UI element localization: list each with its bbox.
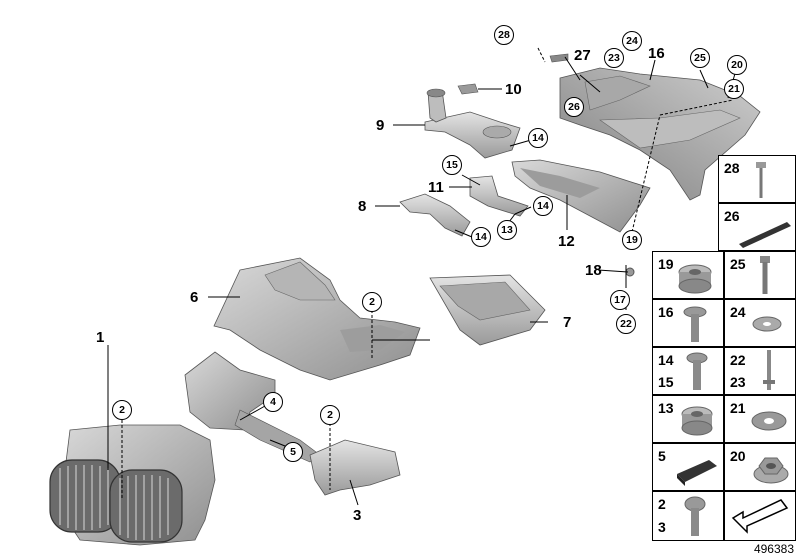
grid-cell-2-3: 2 3: [652, 491, 724, 541]
callout-15: 15: [442, 155, 462, 175]
part-12-duct: [511, 159, 651, 233]
part-10-clip: [457, 83, 479, 95]
grid-cell-26: 26: [718, 203, 796, 251]
callout-14: 14: [528, 128, 548, 148]
grid-label-16: 16: [658, 304, 674, 320]
screw-icon: [683, 306, 707, 342]
callout-4: 4: [263, 392, 283, 412]
callout-25: 25: [690, 48, 710, 68]
callout-2: 2: [112, 400, 132, 420]
grid-label-28: 28: [724, 160, 740, 176]
part-8-bracket: [399, 193, 471, 237]
nut-icon: [753, 457, 789, 484]
callout-5: 5: [283, 442, 303, 462]
callout-14: 14: [533, 196, 553, 216]
foam-strip-icon: [739, 222, 791, 248]
label-part-3: 3: [353, 507, 362, 524]
grid-label-23: 23: [730, 374, 746, 390]
washer-icon: [751, 411, 787, 431]
label-part-18: 18: [585, 262, 602, 279]
callout-2: 2: [362, 292, 382, 312]
callout-2: 2: [320, 405, 340, 425]
grid-label-24: 24: [730, 304, 746, 320]
grid-cell-22-23: 22 23: [724, 347, 796, 395]
part-9-bracket: [424, 88, 521, 159]
callout-17: 17: [610, 290, 630, 310]
stud-icon: [763, 350, 775, 390]
callout-22: 22: [616, 314, 636, 334]
grid-cell-13: 13: [652, 395, 724, 443]
screw-icon: [684, 496, 706, 536]
part-27-screw: [549, 53, 569, 63]
grid-label-22: 22: [730, 352, 746, 368]
label-part-8: 8: [358, 198, 367, 215]
washer-icon: [752, 316, 782, 332]
grid-label-14: 14: [658, 352, 674, 368]
label-part-10: 10: [505, 81, 522, 98]
label-part-27: 27: [574, 47, 591, 64]
part-16-duct: [559, 67, 761, 201]
label-part-12: 12: [558, 233, 575, 250]
grid-cell-5: 5: [652, 443, 724, 491]
grid-label-2: 2: [658, 496, 666, 512]
grid-cell-21: 21: [724, 395, 796, 443]
grid-cell-16: 16: [652, 299, 724, 347]
label-part-9: 9: [376, 117, 385, 134]
grid-cell-direction: [724, 491, 796, 541]
grid-label-15: 15: [658, 374, 674, 390]
grid-cell-14-15: 14 15: [652, 347, 724, 395]
grid-label-3: 3: [658, 519, 666, 535]
grid-cell-25: 25: [724, 251, 796, 299]
label-part-6: 6: [190, 289, 199, 306]
part-7-duct: [429, 274, 546, 346]
grid-label-25: 25: [730, 256, 746, 272]
grid-label-21: 21: [730, 400, 746, 416]
grid-cell-20: 20: [724, 443, 796, 491]
grid-cell-19: 19: [652, 251, 724, 299]
spacer-icon: [678, 264, 712, 294]
callout-20: 20: [727, 55, 747, 75]
callout-14: 14: [471, 227, 491, 247]
grid-label-13: 13: [658, 400, 674, 416]
label-part-7: 7: [563, 314, 572, 331]
grid-label-26: 26: [724, 208, 740, 224]
foam-block-icon: [677, 460, 717, 486]
callout-26: 26: [564, 97, 584, 117]
bolt-icon: [760, 256, 770, 294]
grid-cell-24: 24: [724, 299, 796, 347]
screw-icon: [686, 352, 708, 390]
spacer-icon: [681, 406, 713, 436]
label-part-1: 1: [96, 329, 105, 346]
direction-arrow-icon: [731, 499, 789, 534]
callout-21: 21: [724, 79, 744, 99]
callout-24: 24: [622, 31, 642, 51]
grid-cell-28: 28: [718, 155, 796, 203]
part-3-duct: [309, 439, 401, 496]
callout-28: 28: [494, 25, 514, 45]
callout-23: 23: [604, 48, 624, 68]
label-part-16: 16: [648, 45, 665, 62]
part-6-duct: [213, 257, 421, 381]
part-11-bracket: [469, 175, 529, 217]
screw-icon: [756, 162, 766, 198]
document-number: 496383: [753, 542, 794, 556]
grid-label-19: 19: [658, 256, 674, 272]
label-part-11: 11: [428, 179, 444, 196]
callout-19: 19: [622, 230, 642, 250]
part-1-kidney-grille: [49, 424, 216, 546]
grid-label-20: 20: [730, 448, 746, 464]
grid-label-5: 5: [658, 448, 666, 464]
callout-13: 13: [497, 220, 517, 240]
